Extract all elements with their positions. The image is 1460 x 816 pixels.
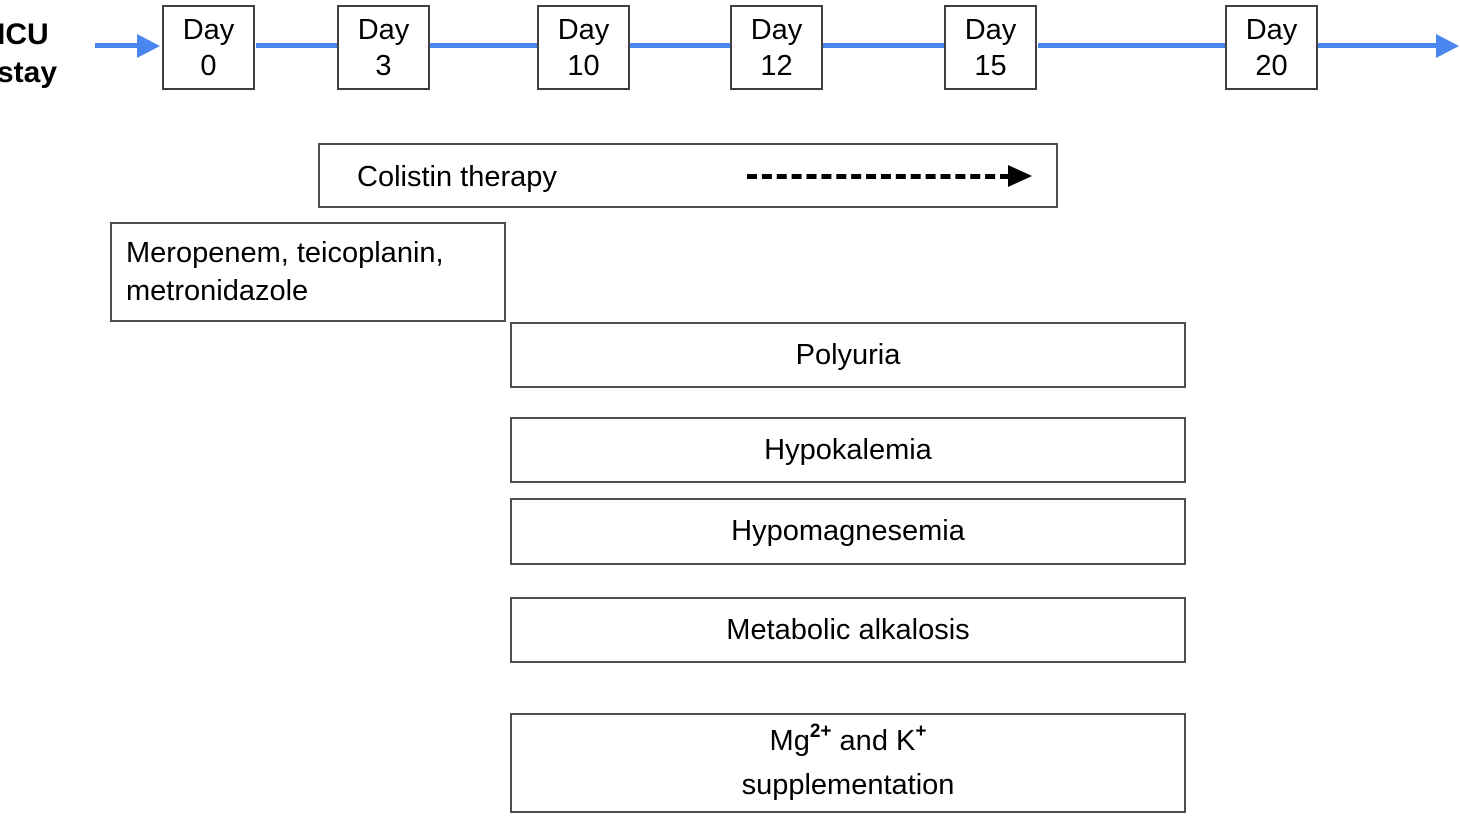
day-number: 3 [375, 49, 392, 82]
timeline-segment-4 [823, 43, 945, 48]
day-word: Day [557, 13, 610, 46]
day-box-0: Day 0 [162, 5, 255, 90]
supp-k-charge: + [915, 720, 927, 742]
supplementation-line1: Mg2+ and K+ [770, 721, 927, 765]
icu-stay-label-line2: stay [0, 56, 58, 89]
icu-stay-label-line1: ICU [0, 18, 49, 51]
day-number: 15 [974, 49, 1007, 82]
condition-box-polyuria: Polyuria [510, 322, 1186, 388]
condition-box-hypomagnesemia: Hypomagnesemia [510, 498, 1186, 565]
timeline-segment-1 [256, 43, 337, 48]
antibiotics-line1: Meropenem, teicoplanin, [126, 237, 444, 269]
day-box-15: Day 15 [944, 5, 1037, 90]
condition-box-hypokalemia: Hypokalemia [510, 417, 1186, 483]
day-number: 0 [200, 49, 217, 82]
day-word: Day [182, 13, 235, 46]
condition-label: Hypomagnesemia [731, 515, 965, 547]
day-number: 10 [567, 49, 600, 82]
colistin-dashed-arrow [747, 174, 1010, 179]
day-word: Day [964, 13, 1017, 46]
timeline-arrowhead-end-icon [1436, 34, 1459, 58]
timeline-arrowhead-start-icon [137, 34, 160, 58]
colistin-therapy-label: Colistin therapy [357, 161, 557, 193]
timeline-segment-start [95, 43, 137, 48]
timeline-segment-2 [430, 43, 537, 48]
timeline-segment-3 [630, 43, 730, 48]
day-box-10: Day 10 [537, 5, 630, 90]
colistin-therapy-box: Colistin therapy [318, 143, 1058, 208]
supp-and-k: and K [831, 724, 916, 757]
condition-label: Polyuria [795, 338, 901, 371]
day-word: Day [750, 13, 803, 46]
colistin-dashed-arrowhead-icon [1008, 165, 1032, 187]
supplementation-box: Mg2+ and K+ supplementation [510, 713, 1186, 813]
day-number: 20 [1255, 49, 1288, 82]
day-box-20: Day 20 [1225, 5, 1318, 90]
antibiotics-line2: metronidazole [126, 275, 309, 307]
day-word: Day [357, 13, 410, 46]
supp-mg: Mg [769, 724, 810, 757]
supplementation-line2: supplementation [741, 768, 955, 801]
condition-box-metabolic-alkalosis: Metabolic alkalosis [510, 597, 1186, 663]
timeline-segment-end [1318, 43, 1436, 48]
timeline-segment-5 [1038, 43, 1225, 48]
icu-stay-label: ICU stay [0, 16, 67, 92]
day-box-12: Day 12 [730, 5, 823, 90]
condition-label: Metabolic alkalosis [726, 613, 970, 646]
day-number: 12 [760, 49, 793, 82]
condition-label: Hypokalemia [764, 433, 932, 466]
day-word: Day [1245, 13, 1298, 46]
day-box-3: Day 3 [337, 5, 430, 90]
antibiotics-box: Meropenem, teicoplanin, metronidazole [110, 222, 506, 322]
supp-mg-charge: 2+ [809, 720, 832, 742]
